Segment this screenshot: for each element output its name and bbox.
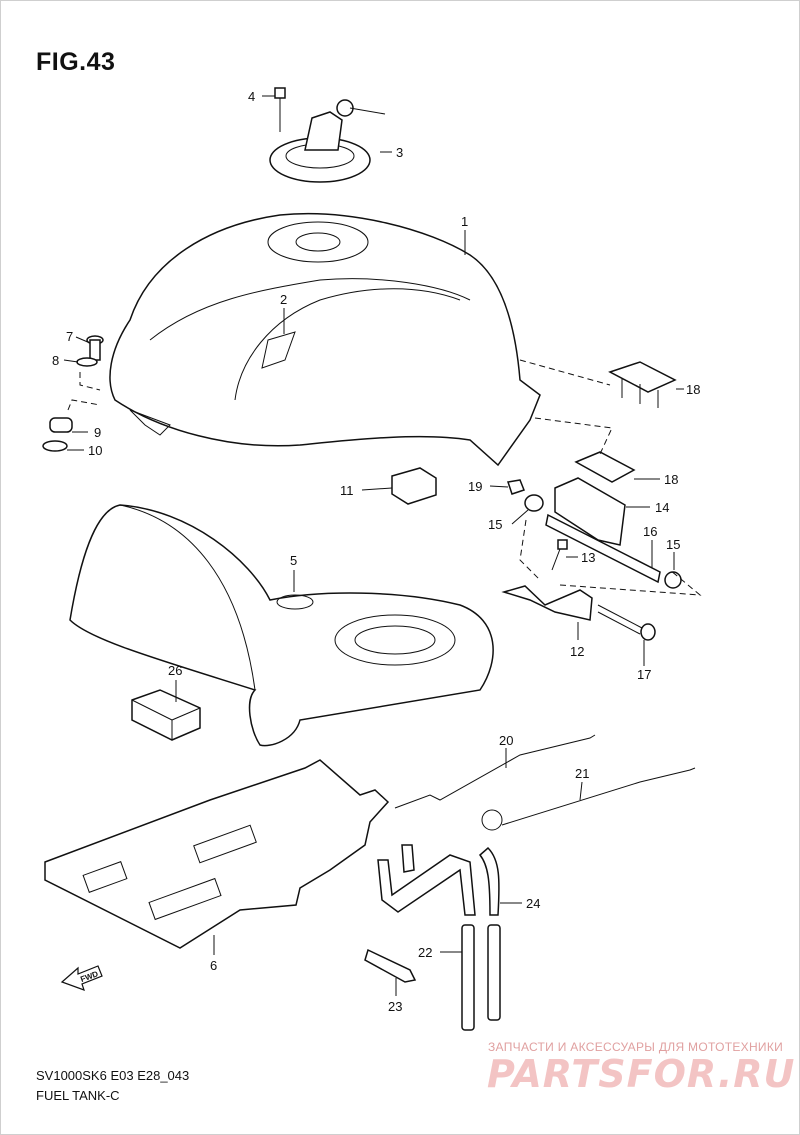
callout-25: 24: [526, 896, 540, 911]
heat-protector-6-part[interactable]: [44, 759, 390, 949]
bolt-13-part[interactable]: [551, 539, 568, 571]
wire-22-part[interactable]: [481, 767, 696, 831]
callout-22: 21: [575, 766, 589, 781]
callout-11: 11: [340, 483, 354, 498]
callout-12: 12: [570, 644, 584, 659]
callout-23: 22: [418, 945, 432, 960]
bracket-14-part[interactable]: [554, 477, 626, 546]
watermark-text: ЗАПЧАСТИ И АКСЕССУАРЫ ДЛЯ МОТОТЕХНИКИ: [488, 1040, 784, 1054]
pipe-16-part[interactable]: [545, 513, 661, 584]
bolt-17-part[interactable]: [597, 604, 656, 641]
callout-3: 3: [396, 145, 403, 160]
callout-18: 18: [686, 382, 700, 397]
bracket-12-part[interactable]: [501, 585, 593, 621]
cushion-26-part[interactable]: [131, 689, 201, 741]
callout-9: 9: [94, 425, 101, 440]
callout-5: 5: [290, 553, 297, 568]
collar-15b-part[interactable]: [664, 571, 682, 589]
hose-23-part[interactable]: [461, 924, 501, 1031]
rubber-19-part[interactable]: [574, 451, 636, 483]
figure-code: SV1000SK6 E03 E28_043: [36, 1068, 190, 1083]
collar-15a-part[interactable]: [524, 494, 544, 512]
cushion-11-part[interactable]: [391, 467, 437, 505]
callout-6: 6: [210, 958, 217, 973]
callout-19: 18: [664, 472, 678, 487]
collar-10-part[interactable]: [42, 440, 68, 452]
fuel-tank-part[interactable]: [109, 212, 541, 467]
callout-1: 1: [461, 214, 468, 229]
figure-title: FIG.43: [36, 48, 116, 76]
callout-7: 7: [66, 329, 73, 344]
callout-20: 19: [468, 479, 482, 494]
fuel-cap-part[interactable]: [269, 99, 386, 183]
watermark-logo: PARTSFOR.RU: [487, 1052, 796, 1096]
figure-name: FUEL TANK-C: [36, 1088, 120, 1103]
clip-20-part[interactable]: [507, 479, 525, 495]
svg-text:FWD: FWD: [79, 969, 99, 984]
callout-10: 10: [88, 443, 102, 458]
callout-17: 17: [637, 667, 651, 682]
wire-21-part[interactable]: [394, 734, 596, 809]
callout-14: 14: [655, 500, 669, 515]
callout-13: 13: [581, 550, 595, 565]
bolt-7-part[interactable]: [86, 335, 104, 361]
callout-15b: 15: [666, 537, 680, 552]
cap-bolt-part[interactable]: [274, 87, 286, 132]
callout-8: 8: [52, 353, 59, 368]
leader-lines: [63, 95, 684, 996]
callout-numbers: 3 4 1 2 7 8 9 10 11 5 26 6 18 18 19 14 1…: [52, 89, 700, 1014]
grommet-9-part[interactable]: [49, 417, 73, 433]
clamp-24-part[interactable]: [364, 948, 417, 983]
washer-8-part[interactable]: [76, 357, 98, 367]
callout-21: 20: [499, 733, 513, 748]
tank-cover-5-part[interactable]: [69, 504, 494, 747]
callout-2: 2: [280, 292, 287, 307]
callout-15a: 15: [488, 517, 502, 532]
callout-16: 16: [643, 524, 657, 539]
callout-26: 26: [168, 663, 182, 678]
bracket-18-part[interactable]: [608, 361, 677, 408]
callout-24: 23: [388, 999, 402, 1014]
hose-25-part[interactable]: [377, 844, 500, 916]
fwd-arrow-icon: FWD: [60, 965, 103, 991]
callout-4: 4: [248, 89, 255, 104]
